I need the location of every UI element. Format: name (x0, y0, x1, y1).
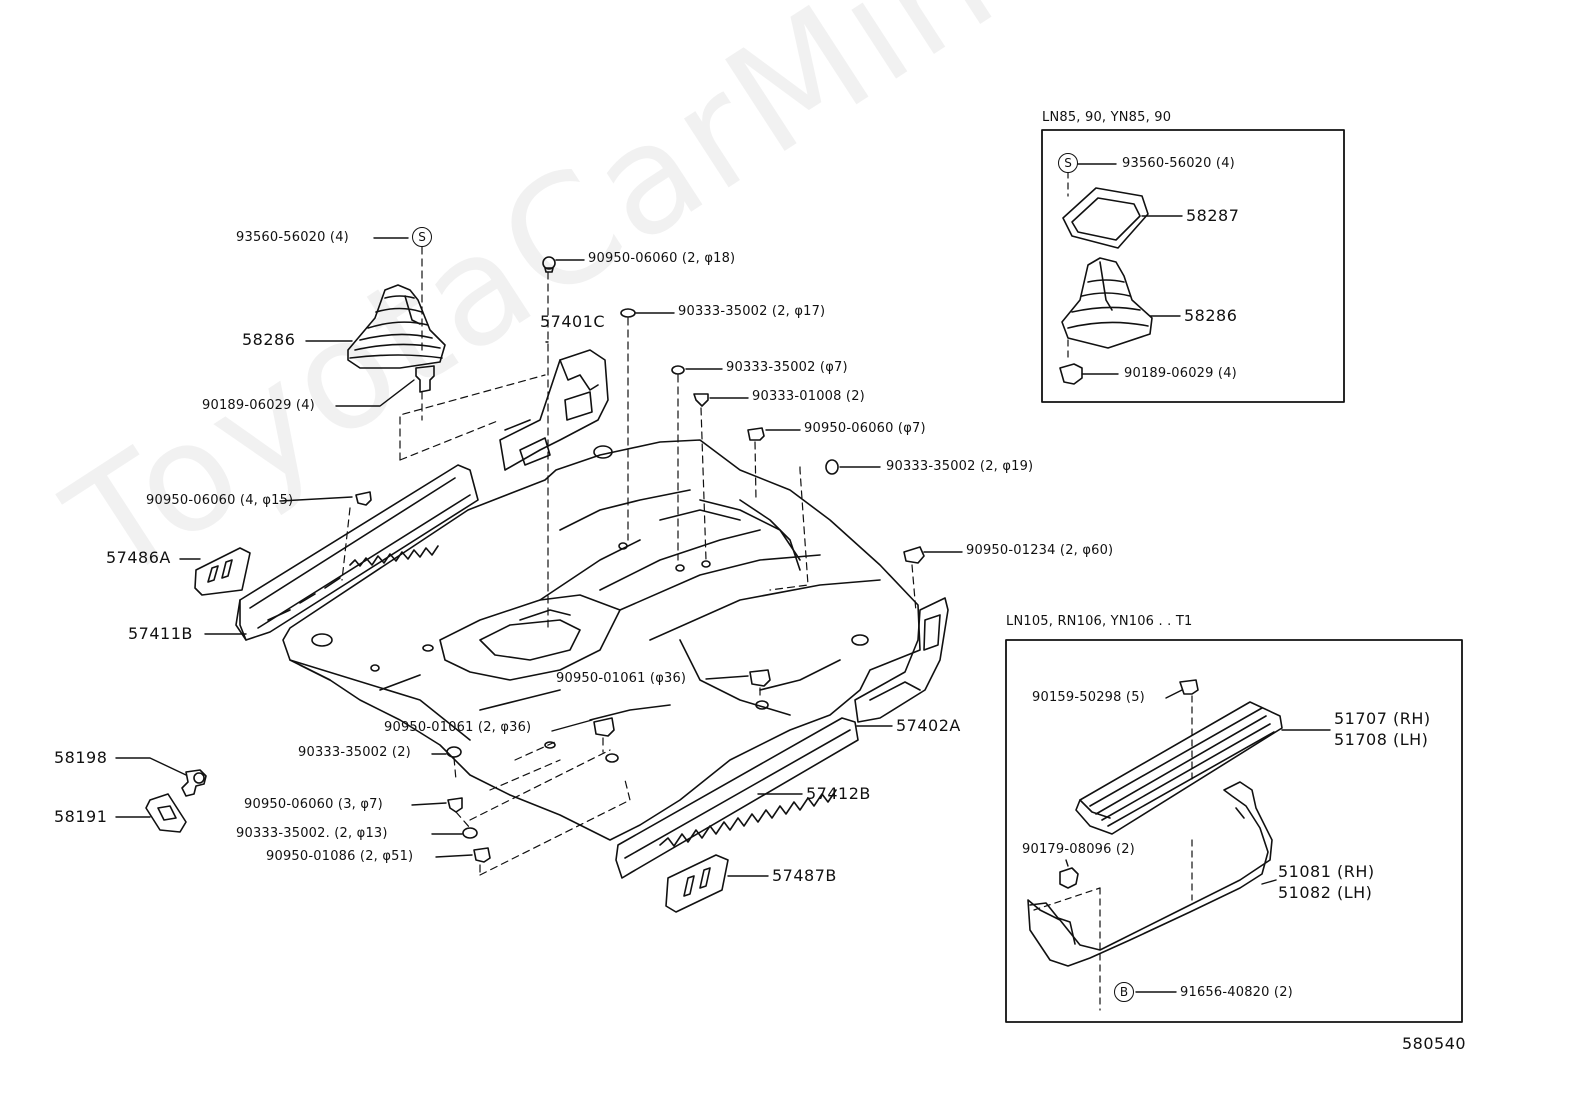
inset-box-bottom (1005, 639, 1463, 1023)
bracket-57401c (499, 349, 609, 471)
clip-90189-main (415, 365, 435, 393)
inset-top-title: LN85, 90, YN85, 90 (1042, 110, 1172, 125)
bracket-57402a (854, 597, 949, 723)
label-90333-01008: 90333-01008 (2) (752, 389, 865, 404)
inset-bottom-title: LN105, RN106, YN106 . . T1 (1006, 614, 1193, 629)
s-symbol-inset: S (1058, 153, 1078, 173)
label-90179: 90179-08096 (2) (1022, 842, 1135, 857)
label-51082: 51082 (LH) (1278, 883, 1373, 902)
pad-57486a (194, 547, 251, 596)
label-90333-phi19: 90333-35002 (2, φ19) (886, 459, 1034, 474)
rocker-panel-57411b (235, 464, 479, 641)
label-90950-01061-phi36: 90950-01061 (φ36) (556, 671, 687, 686)
label-57402a: 57402A (896, 716, 961, 735)
inset-box-top (1041, 129, 1345, 403)
label-93560-main: 93560-56020 (4) (236, 230, 349, 245)
label-57486a: 57486A (106, 548, 171, 567)
leader-lines (115, 237, 963, 877)
figure-number: 580540 (1402, 1034, 1467, 1053)
label-90159: 90159-50298 (5) (1032, 690, 1145, 705)
pad-57487b (665, 854, 729, 913)
label-93560-inset: 93560-56020 (4) (1122, 156, 1235, 171)
s-symbol-main: S (412, 227, 432, 247)
label-90950-01234: 90950-01234 (2, φ60) (966, 543, 1114, 558)
inset-bottom-parts (1027, 679, 1283, 967)
label-58287: 58287 (1186, 206, 1240, 225)
label-90950-phi15: 90950-06060 (4, φ15) (146, 493, 294, 508)
label-90333-phi17: 90333-35002 (2, φ17) (678, 304, 826, 319)
inset-bottom-leaders (1065, 689, 1331, 993)
rocker-panel-57412b (615, 717, 859, 879)
dashed-lines (341, 246, 917, 876)
label-90950-01086: 90950-01086 (2, φ51) (266, 849, 414, 864)
part-58191 (145, 793, 187, 833)
label-58286-main: 58286 (242, 330, 296, 349)
label-90950-phi7: 90950-06060 (φ7) (804, 421, 926, 436)
label-51708: 51708 (LH) (1334, 730, 1429, 749)
label-90950-phi18: 90950-06060 (2, φ18) (588, 251, 736, 266)
label-57487b: 57487B (772, 866, 837, 885)
label-90333-phi7: 90333-35002 (φ7) (726, 360, 848, 375)
label-57411b: 57411B (128, 624, 193, 643)
label-90189-main: 90189-06029 (4) (202, 398, 315, 413)
b-symbol-inset: B (1114, 982, 1134, 1002)
fasteners (355, 256, 925, 863)
label-91656: 91656-40820 (2) (1180, 985, 1293, 1000)
label-51081: 51081 (RH) (1278, 862, 1375, 881)
label-51707: 51707 (RH) (1334, 709, 1431, 728)
part-58198 (181, 769, 207, 797)
floor-pan (282, 439, 921, 841)
inset-top-parts (1059, 187, 1153, 385)
label-58198: 58198 (54, 748, 108, 767)
label-90950-01061-2-phi36: 90950-01061 (2, φ36) (384, 720, 532, 735)
shift-boot-58286-main (347, 284, 446, 369)
label-90950-3-phi7: 90950-06060 (3, φ7) (244, 797, 383, 812)
label-57401c: 57401C (540, 312, 606, 331)
label-57412b: 57412B (806, 784, 871, 803)
label-58286-inset: 58286 (1184, 306, 1238, 325)
inset-top-leaders (1075, 163, 1183, 375)
label-58191: 58191 (54, 807, 108, 826)
label-90333-2: 90333-35002 (2) (298, 745, 411, 760)
label-90189-inset: 90189-06029 (4) (1124, 366, 1237, 381)
label-90333-phi13: 90333-35002. (2, φ13) (236, 826, 388, 841)
